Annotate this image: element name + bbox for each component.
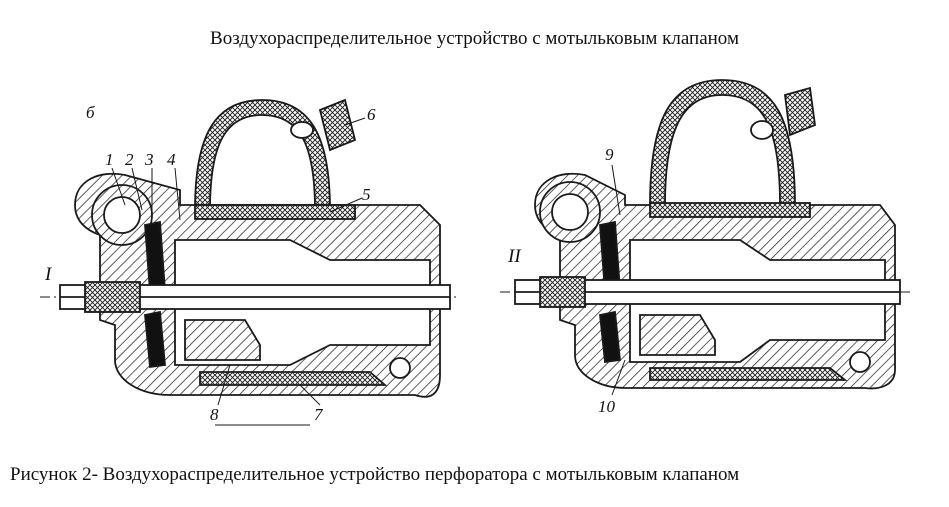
left-section-drawing <box>40 98 460 426</box>
right-fitting <box>539 276 586 308</box>
callout-5: 5 <box>362 185 371 204</box>
left-piston-8 <box>184 319 261 361</box>
callout-7: 7 <box>314 405 324 424</box>
figure-caption: Рисунок 2- Воздухораспределительное устр… <box>10 464 740 485</box>
right-plate <box>649 202 811 218</box>
callout-8: 8 <box>210 405 219 424</box>
left-handle-ring <box>194 99 331 211</box>
callout-4: 4 <box>167 150 176 169</box>
left-fitting <box>84 281 141 313</box>
left-plate-5 <box>194 204 356 220</box>
left-channel-7 <box>199 371 388 386</box>
right-lug <box>784 86 816 137</box>
left-lug-6 <box>318 98 357 152</box>
right-section-drawing <box>500 79 910 396</box>
callout-2: 2 <box>125 150 134 169</box>
section-label-i: I <box>44 264 53 285</box>
section-label-ii: II <box>507 246 522 267</box>
callout-9: 9 <box>605 145 614 164</box>
right-handle-ring <box>649 79 796 206</box>
callout-6: 6 <box>367 105 376 124</box>
figure-title: Воздухораспределительное устройство с мо… <box>210 28 739 49</box>
callout-1: 1 <box>105 150 114 169</box>
right-channel <box>649 367 848 381</box>
right-piston <box>639 314 716 356</box>
callout-10: 10 <box>598 397 616 416</box>
callout-3: 3 <box>144 150 154 169</box>
view-letter-b: б <box>86 103 95 122</box>
